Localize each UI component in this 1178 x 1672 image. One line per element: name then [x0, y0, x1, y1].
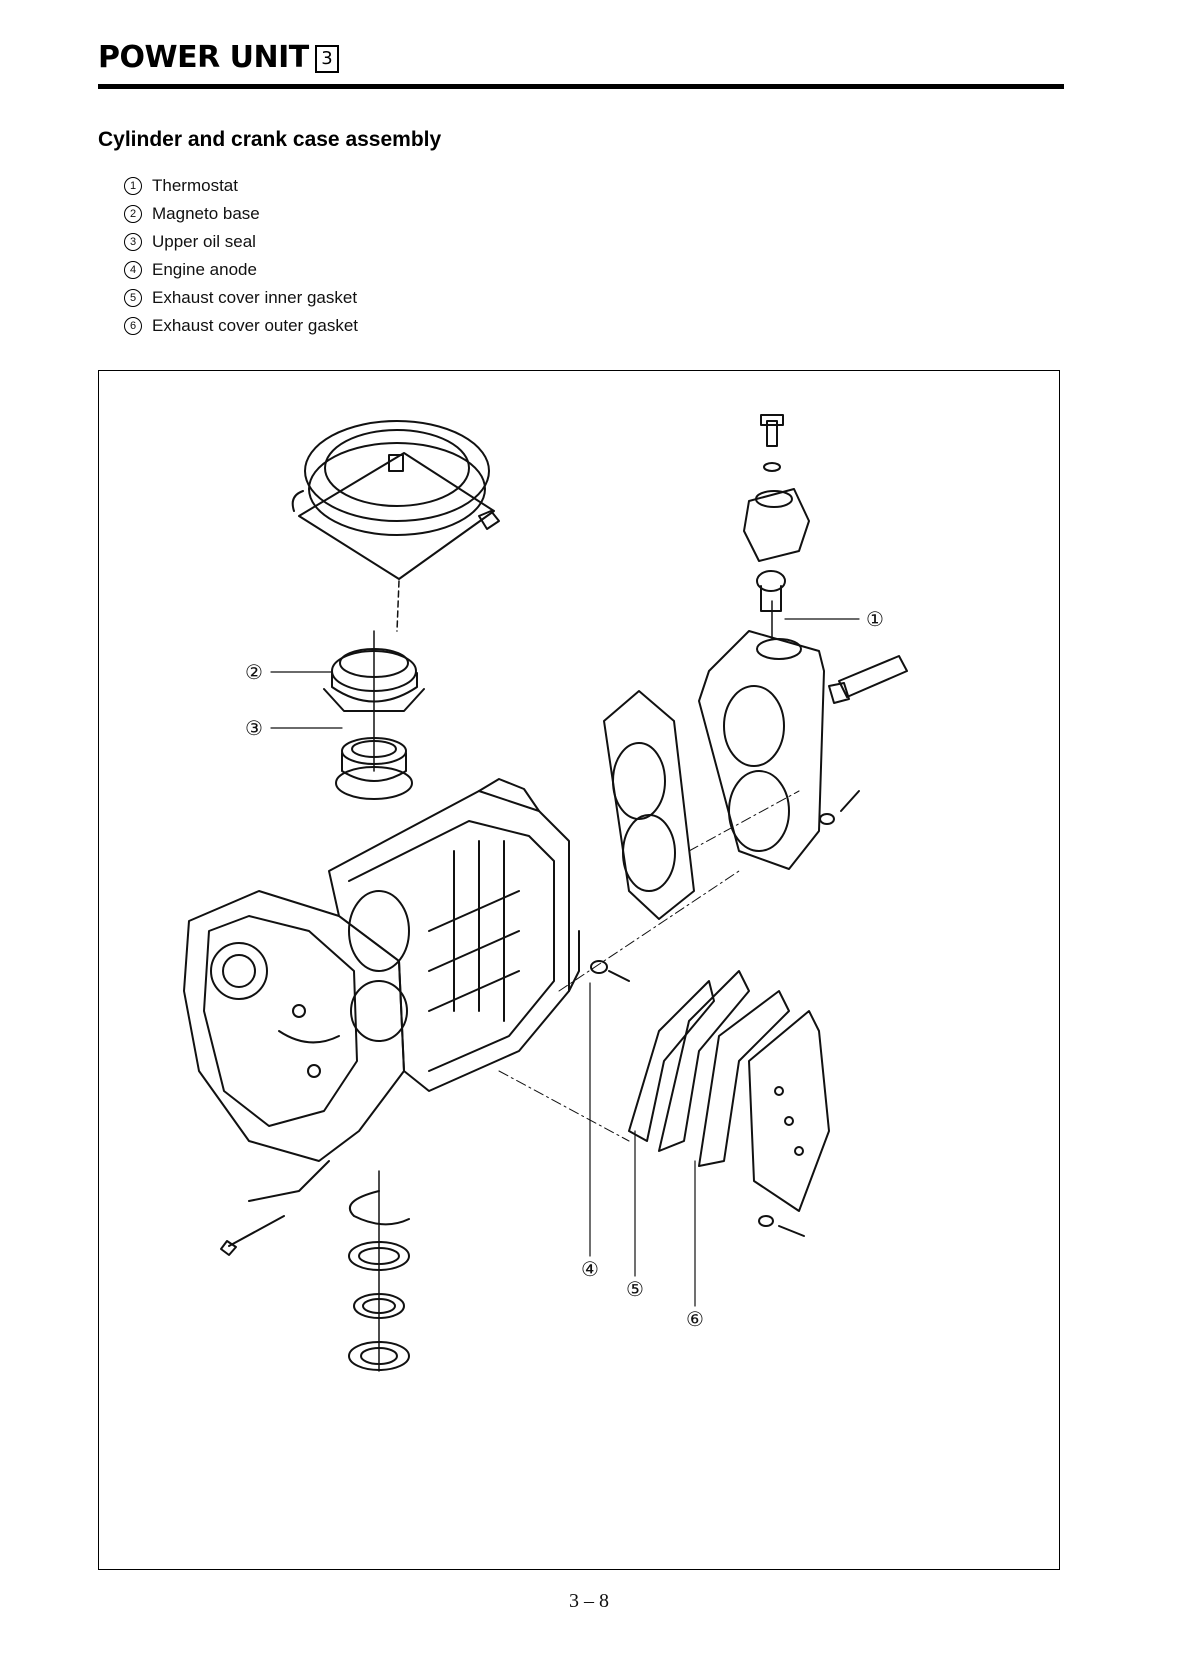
crank-case — [184, 891, 404, 1201]
legend-item: 6 Exhaust cover outer gasket — [124, 312, 358, 340]
page-number: 3 – 8 — [0, 1590, 1178, 1613]
legend-number: 5 — [124, 289, 142, 307]
alignment-lines — [499, 791, 799, 1141]
legend-item: 4 Engine anode — [124, 256, 358, 284]
head-gasket — [604, 691, 694, 919]
legend-number: 6 — [124, 317, 142, 335]
callout-4: ④ — [581, 1257, 599, 1281]
legend-label: Thermostat — [152, 176, 238, 196]
legend-item: 1 Thermostat — [124, 172, 358, 200]
legend-item: 5 Exhaust cover inner gasket — [124, 284, 358, 312]
legend-label: Exhaust cover outer gasket — [152, 316, 358, 336]
section-number-badge: 3 — [315, 45, 339, 73]
exhaust-cover-assembly — [629, 971, 829, 1211]
legend-item: 2 Magneto base — [124, 200, 358, 228]
legend-label: Upper oil seal — [152, 232, 256, 252]
section-subtitle: Cylinder and crank case assembly — [98, 128, 441, 152]
parts-legend: 1 Thermostat 2 Magneto base 3 Upper oil sea… — [124, 172, 358, 340]
callout-2: ② — [245, 660, 263, 684]
legend-number: 2 — [124, 205, 142, 223]
callout-1: ① — [866, 607, 884, 631]
legend-label: Exhaust cover inner gasket — [152, 288, 357, 308]
header-title: POWER UNIT — [98, 40, 309, 75]
magneto-base — [324, 631, 424, 771]
legend-label: Engine anode — [152, 260, 257, 280]
callout-6: ⑥ — [686, 1307, 704, 1331]
thermostat — [744, 415, 809, 639]
legend-item: 3 Upper oil seal — [124, 228, 358, 256]
exploded-view-figure: ① ② ③ ④ ⑤ ⑥ — [98, 370, 1060, 1570]
magneto-plate — [293, 421, 499, 631]
legend-label: Magneto base — [152, 204, 260, 224]
exploded-diagram: ① ② ③ ④ ⑤ ⑥ — [99, 371, 1061, 1571]
legend-number: 1 — [124, 177, 142, 195]
legend-number: 4 — [124, 261, 142, 279]
seal-stack — [349, 1171, 409, 1371]
callouts: ① ② ③ ④ ⑤ ⑥ — [245, 607, 884, 1331]
header-rule — [98, 84, 1064, 89]
legend-number: 3 — [124, 233, 142, 251]
cylinder-block — [329, 779, 579, 1091]
cylinder-head — [699, 631, 907, 869]
callout-3: ③ — [245, 716, 263, 740]
callout-5: ⑤ — [626, 1277, 644, 1301]
